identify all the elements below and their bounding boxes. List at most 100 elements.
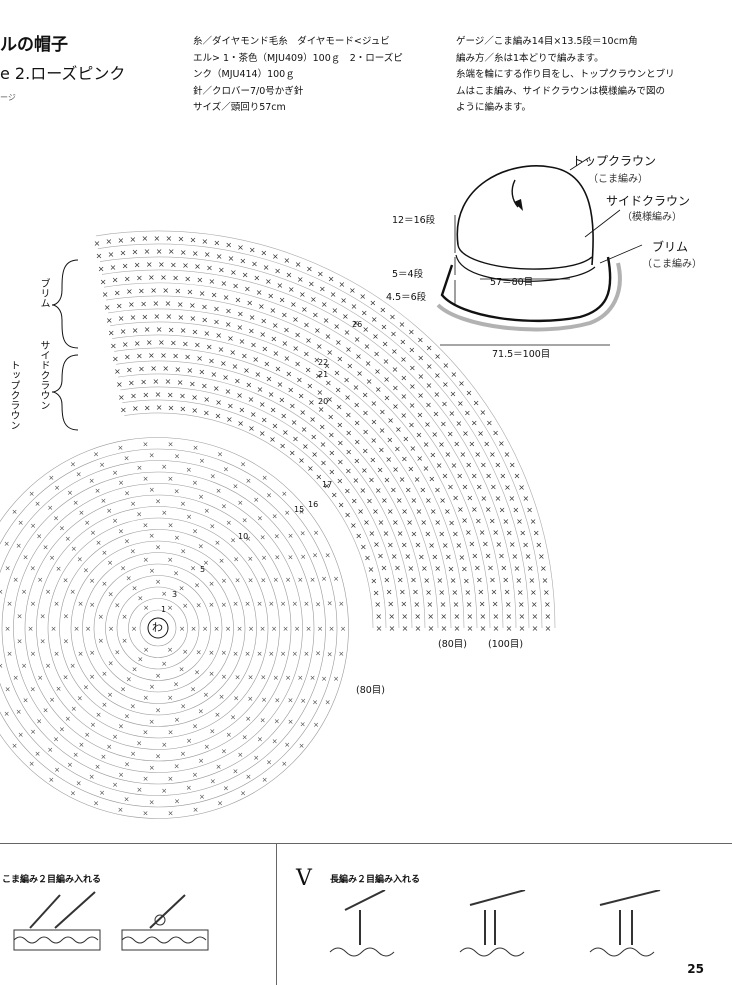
stitch-mark: × <box>337 439 344 448</box>
stitch-mark: × <box>474 563 481 572</box>
stitch-mark: × <box>471 419 478 428</box>
stitch-mark: × <box>47 746 53 754</box>
stitch-mark: × <box>122 340 129 349</box>
stitch-mark: × <box>235 673 241 681</box>
stitch-mark: × <box>219 693 225 701</box>
stitch-mark: × <box>260 317 267 326</box>
stitch-mark: × <box>434 352 441 361</box>
stitch-mark: × <box>409 382 416 391</box>
stitch-mark: × <box>106 316 113 325</box>
stitch-mark: × <box>288 285 295 294</box>
stitch-mark: × <box>156 325 163 334</box>
stitch-mark: × <box>214 539 220 547</box>
stitch-mark: × <box>149 452 155 460</box>
stitch-mark: × <box>357 507 364 516</box>
stitch-mark: × <box>461 565 468 574</box>
stitch-mark: × <box>166 312 173 321</box>
stitch-mark: × <box>149 764 155 772</box>
stitch-mark: × <box>63 638 69 646</box>
stitch-mark: × <box>284 509 290 517</box>
stitch-mark: × <box>235 296 242 305</box>
stitch-mark: × <box>414 612 421 621</box>
stitch-mark: × <box>225 387 232 396</box>
dc-increase-label: 長編み２目編み入れる <box>330 875 421 885</box>
stitch-mark: × <box>360 542 367 551</box>
page-ref: ージ <box>0 93 16 102</box>
stitch-mark: × <box>388 612 395 621</box>
stitch-mark: × <box>40 638 46 646</box>
stitch-mark: × <box>533 529 540 538</box>
stitch-mark: × <box>354 437 361 446</box>
stitch-mark: × <box>282 339 289 348</box>
stitch-mark: × <box>289 402 296 411</box>
stitch-mark: × <box>136 786 142 794</box>
stitch-mark: × <box>196 276 203 285</box>
gauge-block: ゲージ／こま編み14目×13.5段＝10cm角 編み方／糸は1本どりで編みます。… <box>456 34 726 117</box>
stitch-mark: × <box>166 234 173 243</box>
stitch-mark: × <box>156 403 163 412</box>
stitch-mark: × <box>417 372 424 381</box>
stitch-mark: × <box>5 564 11 572</box>
stitch-mark: × <box>177 378 184 387</box>
outer-ring <box>112 334 452 629</box>
stitch-mark: × <box>516 517 523 526</box>
stitch-mark: × <box>239 406 246 415</box>
stitch-mark: × <box>45 588 51 596</box>
stitch-mark: × <box>106 743 112 751</box>
stitch-mark: × <box>85 625 91 633</box>
crown-ring <box>105 575 211 681</box>
stitch-mark: × <box>158 260 165 269</box>
stitch-mark: × <box>233 694 239 702</box>
stitch-mark: × <box>285 370 292 379</box>
stitch-mark: × <box>324 362 331 371</box>
stitch-mark: × <box>172 273 179 282</box>
stitch-mark: × <box>203 559 209 567</box>
crochet-chart: ××××××××××××××××××××××××××××××××××××××××… <box>0 230 556 819</box>
rows-crown: 12＝16段 <box>392 215 436 226</box>
stitch-mark: × <box>53 514 59 522</box>
stitch-mark: × <box>476 483 483 492</box>
stitch-mark: × <box>204 743 210 751</box>
stitch-mark: × <box>148 273 155 282</box>
stitch-mark: × <box>400 411 407 420</box>
stitch-mark: × <box>274 267 281 276</box>
stitch-mark: × <box>310 432 317 441</box>
stitch-mark: × <box>513 505 520 514</box>
stitch-mark: × <box>376 624 383 633</box>
stitch-mark: × <box>442 541 449 550</box>
stitch-mark: × <box>275 364 282 373</box>
stitch-mark: × <box>194 341 201 350</box>
stitch-mark: × <box>250 341 257 350</box>
stitch-mark: × <box>279 296 286 305</box>
stitch-mark: × <box>381 563 388 572</box>
stitch-mark: × <box>489 450 496 459</box>
stitch-mark: × <box>323 316 330 325</box>
stitch-mark: × <box>335 385 342 394</box>
stitch-mark: × <box>167 390 174 399</box>
stitch-mark: × <box>362 427 369 436</box>
stitch-mark: × <box>485 472 492 481</box>
stitch-mark: × <box>99 789 105 797</box>
stitch-mark: × <box>30 728 36 736</box>
stitch-mark: × <box>220 359 227 368</box>
stitch-mark: × <box>392 465 399 474</box>
stitch-mark: × <box>500 472 507 481</box>
stitch-mark: × <box>247 695 253 703</box>
stitch-mark: × <box>36 533 42 541</box>
stitch-mark: × <box>384 475 391 484</box>
stitch-mark: × <box>124 713 130 721</box>
stitch-mark: × <box>48 776 54 784</box>
stitch-mark: × <box>201 316 208 325</box>
stitch-mark: × <box>143 646 149 654</box>
stitch-mark: × <box>417 354 424 363</box>
gauge-line: ムはこま編み、サイドクラウンは模様編みで図の <box>456 85 666 97</box>
stitch-mark: × <box>457 505 464 514</box>
stitch-mark: × <box>416 430 423 439</box>
stitch-mark: × <box>281 311 288 320</box>
stitch-mark: × <box>260 674 266 682</box>
stitch-mark: × <box>420 485 427 494</box>
stitch-mark: × <box>108 250 115 259</box>
stitch-mark: × <box>317 269 324 278</box>
stitch-mark: × <box>281 760 287 768</box>
stitch-mark: × <box>390 330 397 339</box>
